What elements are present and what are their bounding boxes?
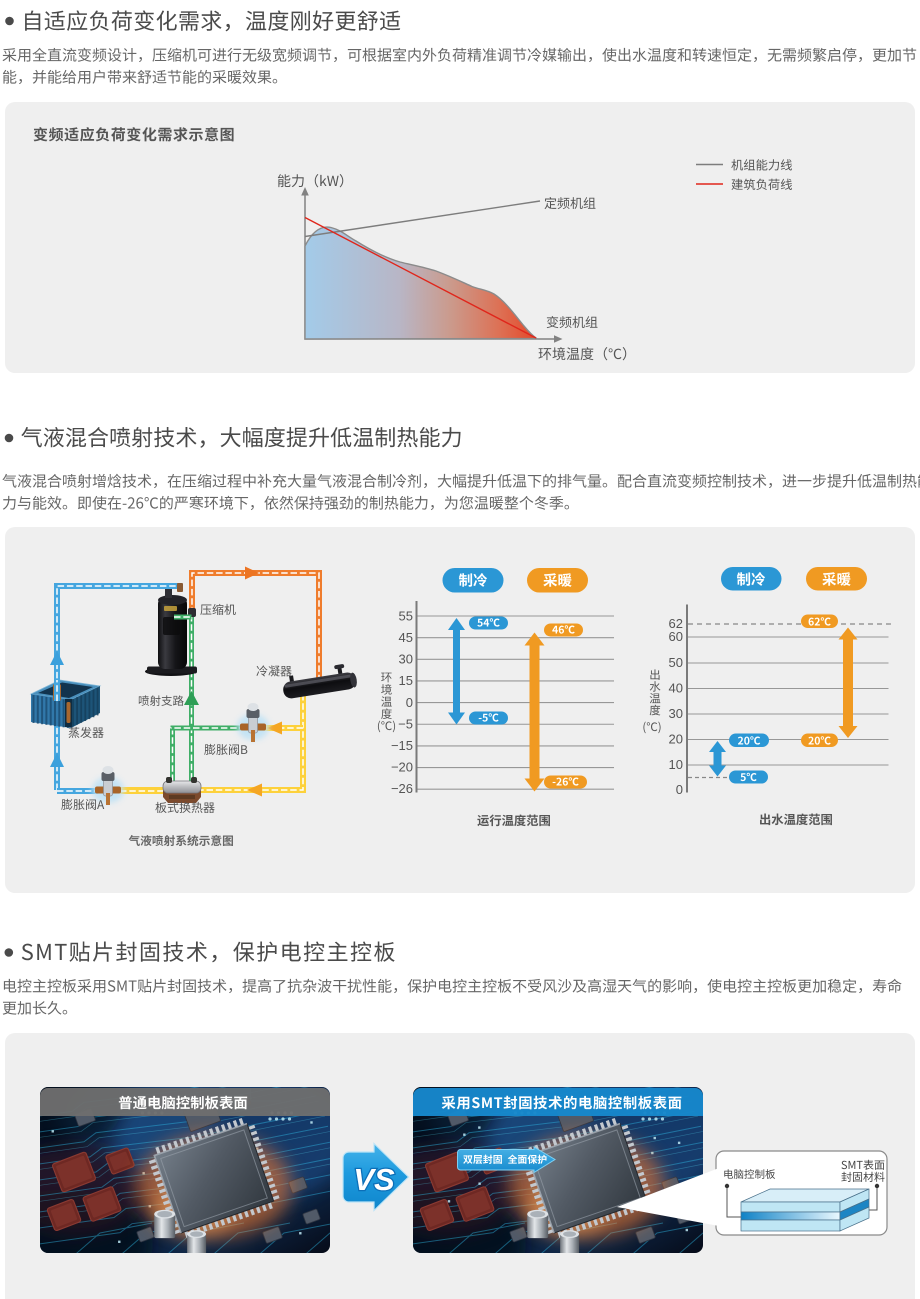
svg-text:45: 45 bbox=[399, 630, 413, 645]
svg-text:−20: −20 bbox=[391, 760, 413, 775]
svg-text:−26: −26 bbox=[391, 781, 413, 796]
svg-text:55: 55 bbox=[399, 609, 413, 624]
svg-text:62: 62 bbox=[669, 616, 683, 631]
svg-text:60: 60 bbox=[669, 629, 683, 644]
svg-text:−5: −5 bbox=[398, 717, 413, 732]
svg-text:30: 30 bbox=[399, 652, 413, 667]
svg-text:20: 20 bbox=[669, 732, 683, 747]
svg-text:15: 15 bbox=[399, 673, 413, 688]
svg-text:40: 40 bbox=[669, 681, 683, 696]
svg-text:50: 50 bbox=[669, 655, 683, 670]
svg-text:30: 30 bbox=[669, 706, 683, 721]
svg-text:−15: −15 bbox=[391, 738, 413, 753]
svg-text:VS: VS bbox=[353, 1162, 395, 1197]
svg-text:10: 10 bbox=[669, 757, 683, 772]
svg-text:0: 0 bbox=[676, 782, 683, 797]
svg-text:0: 0 bbox=[406, 695, 413, 710]
